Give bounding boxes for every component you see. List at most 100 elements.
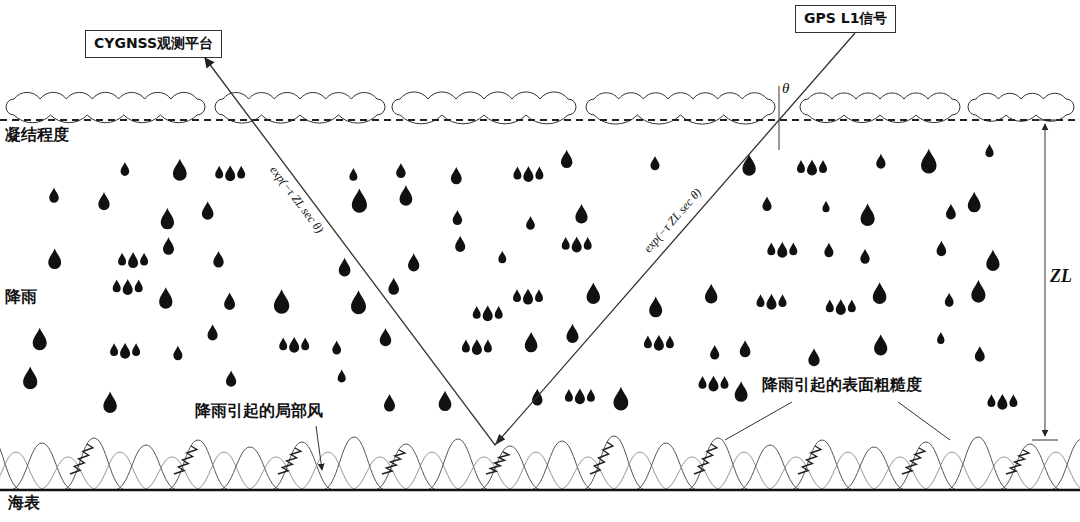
raindrop	[120, 343, 130, 359]
box-label: GPS L1信号	[804, 10, 887, 28]
dimension-tick	[1032, 120, 1058, 121]
raindrop	[709, 375, 719, 391]
raindrop	[651, 156, 660, 170]
raindrop	[484, 340, 492, 353]
raindrop	[654, 335, 664, 351]
raindrop	[822, 201, 829, 212]
raindrop	[103, 392, 117, 414]
wave	[402, 452, 462, 490]
raindrop	[380, 328, 392, 346]
raindrop	[289, 337, 299, 353]
wave	[634, 443, 698, 490]
raindrop	[473, 306, 481, 319]
raindrop	[699, 376, 707, 389]
raindrop	[997, 394, 1007, 410]
attenuation-formula: exp(−τ ZL sec θ)	[642, 186, 705, 256]
raindrop	[513, 167, 521, 180]
raindrop	[860, 249, 869, 264]
wave-layer	[0, 436, 1080, 490]
raindrop	[861, 204, 875, 227]
raindrop	[824, 243, 833, 257]
surface-roughness	[590, 442, 613, 474]
raindrop	[986, 250, 999, 271]
raindrop	[48, 248, 61, 269]
layer-label: 海表	[6, 494, 42, 512]
raindrop	[173, 159, 187, 181]
cloud	[968, 93, 1074, 121]
raindrop	[1009, 394, 1017, 407]
raindrop	[874, 334, 887, 355]
raindrop	[453, 210, 463, 225]
raindrop	[968, 192, 981, 212]
cloud	[6, 92, 205, 122]
raindrop	[587, 283, 601, 305]
raindrop	[118, 253, 126, 266]
raindrop	[513, 289, 521, 302]
wave	[194, 452, 254, 490]
platform-box: GPS L1信号	[795, 5, 896, 33]
height-symbol: ZL	[1050, 266, 1072, 287]
raindrop	[455, 236, 465, 252]
raindrop	[121, 162, 130, 176]
wave	[558, 457, 618, 490]
raindrop	[526, 216, 535, 230]
wave	[0, 452, 46, 490]
raindrop	[128, 252, 138, 268]
raindrop	[396, 163, 406, 178]
raindrop	[98, 192, 109, 210]
raindrop	[132, 343, 140, 356]
raindrop	[649, 297, 662, 318]
raindrop	[937, 241, 947, 256]
raindrop	[113, 280, 121, 293]
raindrop	[274, 289, 289, 314]
wave	[246, 457, 306, 490]
callout-label: 降雨引起的表面粗糙度	[762, 376, 922, 394]
raindrop	[777, 242, 787, 258]
raindrop	[159, 287, 172, 308]
raindrop	[762, 196, 771, 211]
wave	[322, 437, 386, 490]
raindrop	[226, 371, 236, 387]
raindrop	[213, 251, 223, 268]
raindrop	[23, 367, 37, 390]
raindrop	[523, 166, 533, 182]
raindrop	[301, 337, 309, 350]
raindrop	[721, 376, 729, 389]
raindrop	[49, 188, 59, 203]
raindrop	[757, 294, 765, 307]
raindrop	[767, 242, 775, 255]
raindrop	[767, 294, 777, 310]
wave	[974, 457, 1034, 490]
raindrop	[33, 328, 47, 350]
wave	[218, 447, 282, 490]
raindrop	[462, 340, 470, 353]
raindrop	[351, 290, 366, 314]
raindrop	[388, 278, 399, 295]
raindrop	[565, 389, 573, 402]
wave	[374, 444, 438, 490]
wave	[454, 457, 514, 490]
raindrop	[587, 389, 595, 402]
height-dimension	[1045, 124, 1046, 436]
platform-box: CYGNSS观测平台	[85, 30, 222, 58]
raindrop	[742, 154, 755, 175]
wave	[90, 452, 150, 490]
raindrop	[807, 160, 817, 176]
leader-line	[898, 402, 950, 440]
wave	[478, 446, 542, 490]
raindrop	[584, 237, 592, 250]
wave	[38, 457, 98, 490]
wave	[714, 452, 774, 490]
raindrop	[710, 345, 719, 360]
raindrop	[215, 166, 223, 179]
raindrop	[945, 293, 954, 307]
raindrop	[202, 201, 214, 220]
surface-roughness	[174, 446, 197, 474]
wave	[530, 441, 594, 490]
raindrop	[225, 165, 235, 181]
dimension-tick	[1032, 440, 1058, 441]
attenuation-formula: exp(−τ ZL sec θ)	[266, 164, 325, 236]
surface-roughness	[902, 448, 925, 474]
wave	[270, 442, 334, 490]
